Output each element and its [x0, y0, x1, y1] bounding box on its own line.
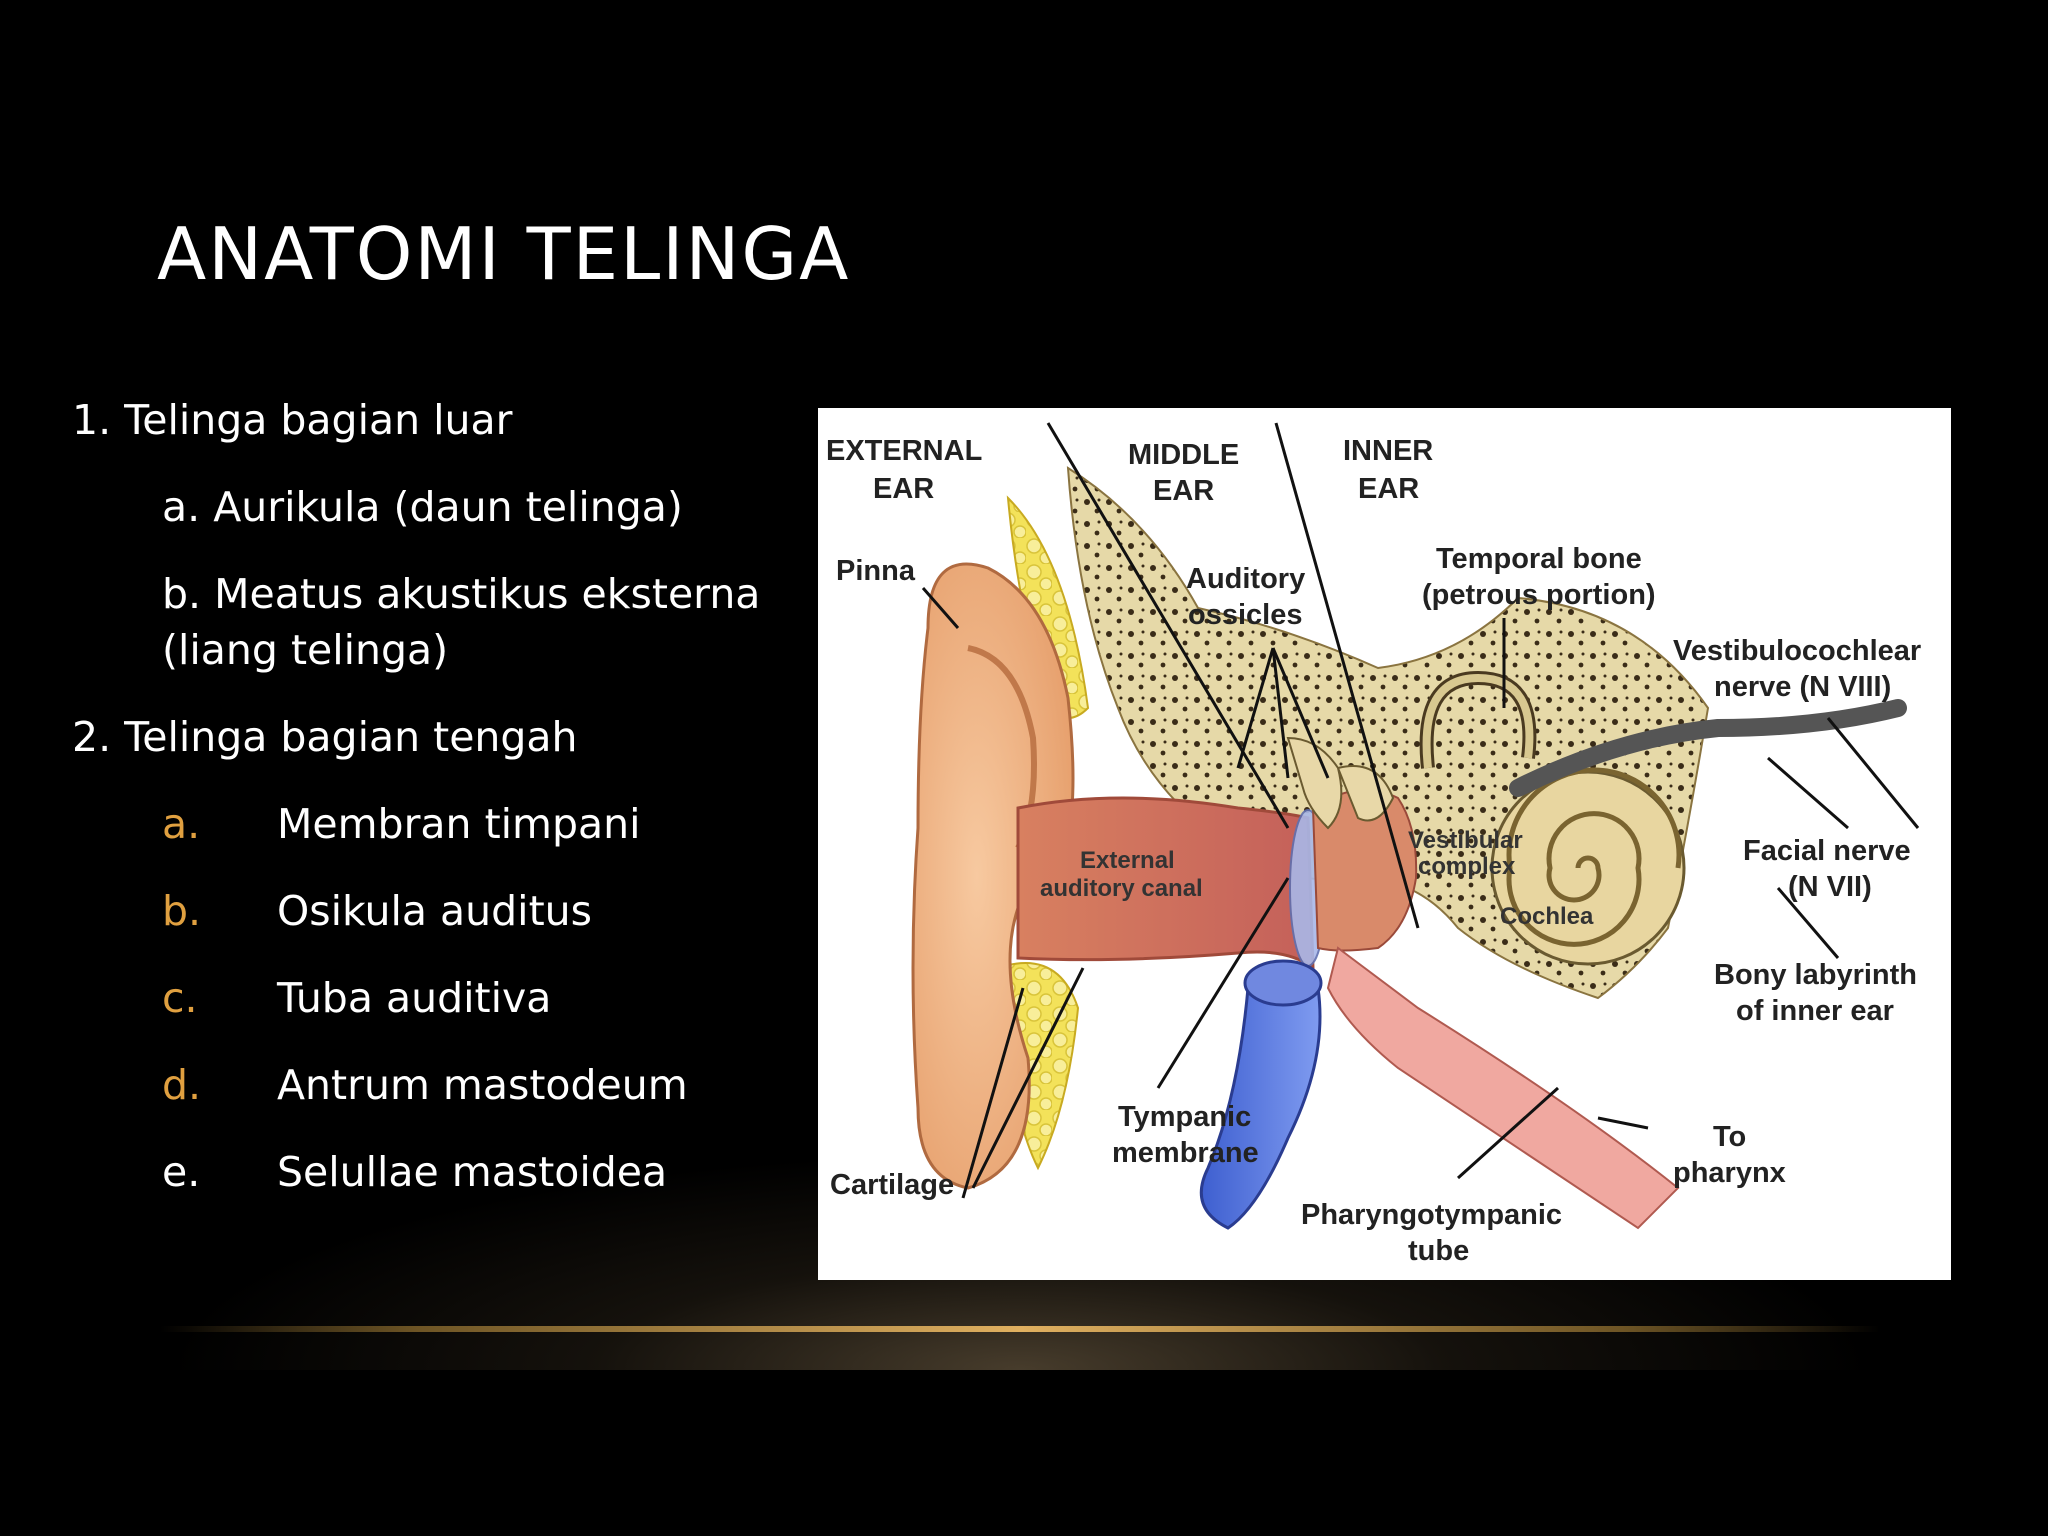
label-cochlea: Cochlea — [1500, 903, 1594, 930]
label-to-pharynx-2: pharynx — [1673, 1157, 1786, 1189]
label-bony-labyrinth-2: of inner ear — [1736, 995, 1894, 1027]
label-external-ear-2: EAR — [873, 473, 934, 505]
list-text: Membran timpani — [277, 800, 641, 848]
list-marker: e. — [162, 1148, 201, 1196]
list-item-external-meatus: b. Meatus akustikus eksterna (liang teli… — [72, 566, 792, 678]
label-middle-ear-1: MIDDLE — [1128, 439, 1239, 471]
label-vestibular-1: Vestibular — [1408, 827, 1523, 854]
label-facial-nerve-2: (N VII) — [1788, 871, 1872, 903]
list-item-outer-ear: 1. Telinga bagian luar — [72, 396, 513, 444]
pointer-lines — [921, 422, 1920, 1199]
label-external-canal-2: auditory canal — [1040, 875, 1203, 902]
list-item-tympanic-membrane: a. Membran timpani — [72, 796, 792, 852]
list-text: Osikula auditus — [277, 887, 592, 935]
list-item-middle-ear: 2. Telinga bagian tengah — [72, 713, 578, 761]
label-inner-ear-1: INNER — [1343, 435, 1433, 467]
label-auditory-ossicles-2: ossicles — [1188, 599, 1302, 631]
list-item-mastoid-antrum: d. Antrum mastodeum — [72, 1057, 792, 1113]
label-external-ear-1: EXTERNAL — [826, 435, 982, 467]
label-vestibular-2: complex — [1418, 853, 1516, 880]
list-item-external-meatus-line2: (liang telinga) — [162, 626, 449, 674]
bullet-list: 1. Telinga bagian luar a. Aurikula (daun… — [72, 392, 792, 1231]
label-bony-labyrinth-1: Bony labyrinth — [1714, 959, 1917, 991]
label-tympanic-1: Tympanic — [1118, 1101, 1251, 1133]
label-tympanic-2: membrane — [1112, 1137, 1259, 1169]
list-item-auditory-tube: c. Tuba auditiva — [72, 970, 792, 1026]
semicircular-canals-inner — [1422, 673, 1534, 769]
label-temporal-bone-2: (petrous portion) — [1422, 579, 1656, 611]
label-pharyngotympanic-1: Pharyngotympanic — [1301, 1199, 1562, 1231]
pinna-shape — [911, 562, 1075, 1190]
list-marker: b. — [162, 887, 202, 935]
list-text: Tuba auditiva — [277, 974, 552, 1022]
label-pinna: Pinna — [836, 555, 916, 587]
blue-tube-opening — [1243, 959, 1323, 1007]
list-item-ossicles: b. Osikula auditus — [72, 883, 792, 939]
label-vestibulocochlear-1: Vestibulocochlear — [1673, 635, 1921, 667]
label-facial-nerve-1: Facial nerve — [1743, 835, 1911, 867]
ear-anatomy-diagram: EXTERNAL EAR MIDDLE EAR INNER EAR Pinna … — [826, 422, 1921, 1267]
list-item-auricle: a. Aurikula (daun telinga) — [162, 483, 683, 531]
list-marker: c. — [162, 974, 198, 1022]
label-middle-ear-2: EAR — [1153, 475, 1214, 507]
pharyngotympanic-tube-shape — [1326, 946, 1680, 1230]
label-auditory-ossicles-1: Auditory — [1186, 563, 1305, 595]
list-item-external-meatus-line1: b. Meatus akustikus eksterna — [162, 570, 761, 618]
label-cartilage: Cartilage — [830, 1169, 954, 1201]
label-external-canal-1: External — [1080, 847, 1175, 874]
cochlea-shape — [1490, 767, 1686, 966]
list-text: Antrum mastodeum — [277, 1061, 688, 1109]
list-text: Selullae mastoidea — [277, 1148, 668, 1196]
list-item-mastoid-cells: e. Selullae mastoidea — [72, 1144, 792, 1200]
list-marker: d. — [162, 1061, 202, 1109]
ear-anatomy-figure: EXTERNAL EAR MIDDLE EAR INNER EAR Pinna … — [818, 408, 1951, 1280]
ossicles-shape — [1286, 736, 1395, 830]
slide-title: ANATOMI TELINGA — [157, 212, 851, 296]
label-inner-ear-2: EAR — [1358, 473, 1419, 505]
list-marker: a. — [162, 800, 201, 848]
label-temporal-bone-1: Temporal bone — [1436, 543, 1642, 575]
label-vestibulocochlear-2: nerve (N VIII) — [1714, 671, 1891, 703]
label-to-pharynx-1: To — [1713, 1121, 1746, 1153]
gold-divider-line — [160, 1326, 1880, 1332]
nerve-bundle — [1509, 699, 1907, 797]
label-pharyngotympanic-2: tube — [1408, 1235, 1469, 1267]
